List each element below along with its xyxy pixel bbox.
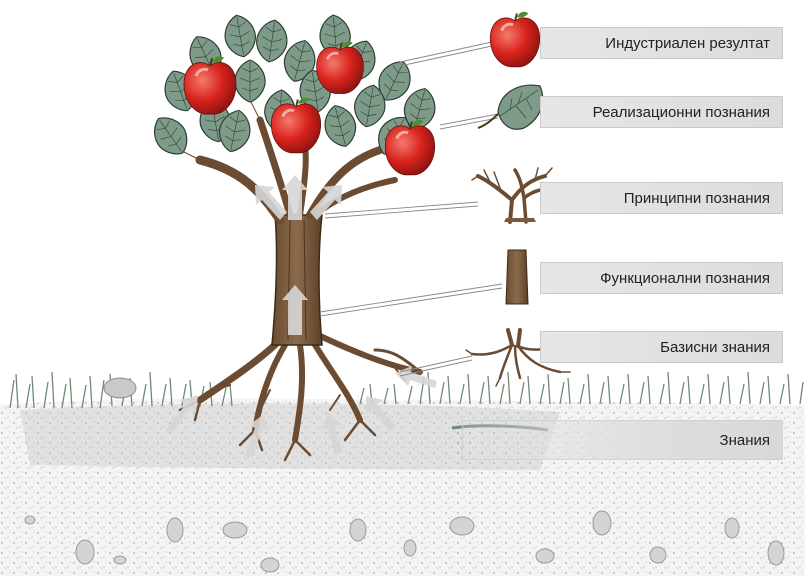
label-knowledge-text: Знания	[720, 432, 770, 449]
stone	[104, 378, 136, 398]
label-basic-knowledge: Базисни знания	[540, 331, 783, 363]
label-principle-knowledge-text: Принципни познания	[624, 190, 770, 207]
label-industrial-result: Индустриален резултат	[540, 27, 783, 59]
apple-icon	[490, 12, 539, 67]
label-basic-knowledge-text: Базисни знания	[660, 339, 770, 356]
label-knowledge: Знания	[462, 420, 783, 460]
label-principle-knowledge: Принципни познания	[540, 182, 783, 214]
label-industrial-result-text: Индустриален резултат	[605, 35, 770, 52]
trunk-segment-icon	[506, 250, 528, 304]
label-functional-knowledge-text: Функционални познания	[600, 270, 770, 287]
label-functional-knowledge: Функционални познания	[540, 262, 783, 294]
label-realization-knowledge: Реализационни познания	[540, 96, 783, 128]
leaf-icon	[478, 85, 543, 129]
label-realization-knowledge-text: Реализационни познания	[593, 104, 770, 121]
